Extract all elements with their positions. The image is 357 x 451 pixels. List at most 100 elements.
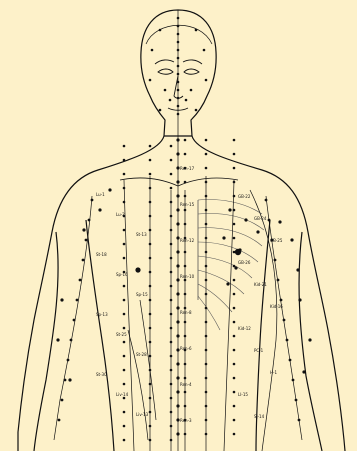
- acupoint: [60, 298, 63, 301]
- acupoint: [176, 222, 179, 225]
- acupoint: [184, 335, 187, 338]
- acupoint: [170, 257, 173, 260]
- right-point-label: Kid-12: [238, 326, 251, 331]
- left-point-label: St-18: [96, 252, 107, 257]
- acupoint: [170, 425, 173, 428]
- acupoint: [58, 419, 61, 422]
- acupoint: [184, 153, 187, 156]
- acupoint: [184, 195, 187, 198]
- acupoint: [233, 195, 236, 198]
- acupoint: [149, 79, 152, 82]
- acupoint: [205, 321, 208, 324]
- gb-meridian-right: [250, 190, 277, 451]
- acupoint: [176, 376, 179, 379]
- acupoint: [149, 159, 152, 162]
- acupoint: [226, 282, 229, 285]
- acupoint: [123, 201, 126, 204]
- acupoint: [195, 109, 198, 112]
- acupoint: [170, 327, 173, 330]
- acupoint: [205, 433, 208, 436]
- acupoint: [170, 341, 173, 344]
- acupoint: [176, 152, 179, 155]
- acupoint: [82, 228, 85, 231]
- center-point-label: Ren-6: [180, 346, 192, 351]
- acupoint: [233, 419, 236, 422]
- acupoint: [123, 355, 126, 358]
- acupoint: [149, 201, 152, 204]
- left-brow: [155, 60, 174, 64]
- acupoint: [233, 293, 236, 296]
- acupoint: [184, 293, 187, 296]
- acupoint: [233, 153, 236, 156]
- acupoint: [286, 339, 289, 342]
- acupoint: [170, 271, 173, 274]
- right-point-label: LI-15: [238, 392, 248, 397]
- acupoint: [170, 369, 173, 372]
- acupoint: [76, 299, 79, 302]
- acupoint: [91, 199, 94, 202]
- acupoint: [289, 359, 292, 362]
- abdominal-muscle-left: [140, 300, 156, 420]
- acupoint: [268, 219, 271, 222]
- acupoint: [205, 307, 208, 310]
- acupoint: [123, 243, 126, 246]
- acupoint: [184, 209, 187, 212]
- center-point-label: Ren-12: [180, 238, 195, 243]
- acupoint: [170, 355, 173, 358]
- left-point-label: Lu-1: [96, 192, 105, 197]
- acupoint: [176, 334, 179, 337]
- left-point-label: Sp-13: [96, 312, 108, 317]
- acupoint: [176, 432, 179, 435]
- acupoint: [170, 229, 173, 232]
- acupoint: [149, 327, 152, 330]
- right-point-label: GB-24: [254, 216, 267, 221]
- acupoint: [233, 307, 236, 310]
- acupoint: [184, 377, 187, 380]
- acupoint: [108, 188, 111, 191]
- acupoint: [233, 209, 236, 212]
- acupoint: [233, 167, 236, 170]
- acupoint: [123, 411, 126, 414]
- acupuncture-points: [56, 17, 311, 442]
- acupoint: [233, 237, 236, 240]
- left-point-label: Sp-16: [116, 272, 128, 277]
- acupoint: [184, 307, 187, 310]
- acupoint: [176, 250, 179, 253]
- left-point-label: Sp-15: [136, 292, 148, 297]
- acupoint: [233, 223, 236, 226]
- acupoint: [123, 229, 126, 232]
- acupoint: [149, 369, 152, 372]
- acupoint: [82, 259, 85, 262]
- center-point-label: Ren-3: [180, 418, 192, 423]
- left-eye: [158, 69, 173, 74]
- lung-meridian-left: [54, 196, 92, 440]
- right-point-label: SJ-14: [254, 414, 265, 419]
- acupoint: [85, 239, 88, 242]
- acupoint: [177, 81, 180, 84]
- acupoint: [274, 259, 277, 262]
- right-point-label: PC-1: [254, 348, 264, 353]
- nose: [174, 76, 183, 98]
- acupoint: [149, 397, 152, 400]
- acupoint: [170, 439, 173, 442]
- acupoint: [295, 399, 298, 402]
- acupoint: [170, 285, 173, 288]
- right-point-label: GB-25: [270, 238, 283, 243]
- spleen-meridian-left: [124, 180, 134, 451]
- acupoint: [149, 355, 152, 358]
- acupoint: [170, 159, 173, 162]
- left-point-label: Liv-13: [136, 412, 149, 417]
- acupoint: [205, 181, 208, 184]
- left-point-label: Liv-14: [116, 392, 129, 397]
- acupoint: [151, 49, 154, 52]
- acupoint: [184, 223, 187, 226]
- meridian-lines: [54, 10, 302, 451]
- acupoint: [298, 298, 301, 301]
- acupoint: [298, 419, 301, 422]
- right-point-label: Kid-16: [270, 304, 283, 309]
- acupoint: [149, 411, 152, 414]
- acupoint: [123, 299, 126, 302]
- acupoint: [205, 279, 208, 282]
- right-point-label: H-1: [270, 370, 277, 375]
- acupoint: [67, 359, 70, 362]
